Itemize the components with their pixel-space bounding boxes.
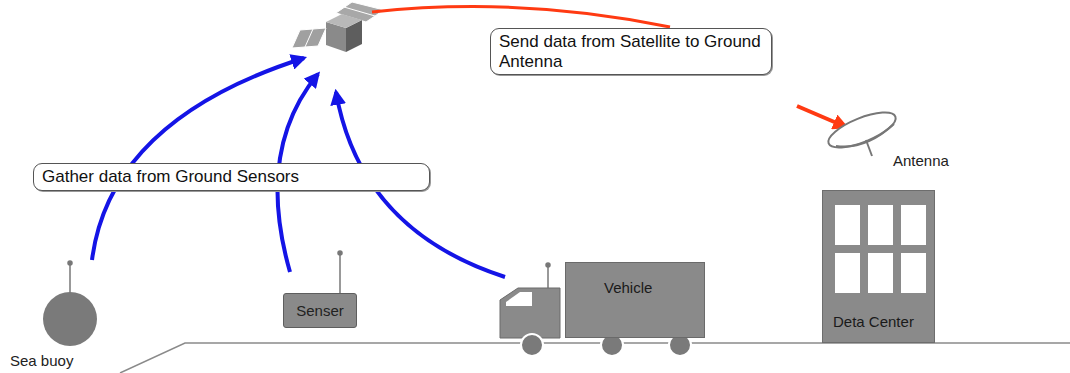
antenna-dish [824,105,900,156]
sea-buoy: Sea buoy [10,292,128,369]
building-window [901,253,926,293]
building-window [835,253,860,293]
building-window [868,205,893,245]
callout-box: Send data from Satellite to Ground Anten… [490,28,772,75]
vehicle-body: Vehicle [565,262,705,338]
data-center-building: Deta Center [822,190,935,343]
node-text: Vehicle [604,279,696,296]
downlink-line [372,7,670,27]
ground-line [120,343,1070,373]
node-text: Deta Center [833,313,914,330]
node-text: Sea buoy [10,352,128,369]
building-window [835,205,860,245]
uplink-arrow [92,58,304,260]
sensor-box: Senser [283,293,357,328]
node-text: Gather data from Ground Sensors [42,167,421,187]
node-text: Senser [296,302,344,319]
satellite [292,2,384,52]
building-window [868,253,893,293]
downlink-arrow [797,106,846,127]
node-text: Send data from Satellite to Ground Anten… [499,32,763,71]
antenna-label: Antenna [893,152,949,169]
building-window [901,205,926,245]
device-antennas [68,251,550,293]
callout-box: Gather data from Ground Sensors [33,163,430,191]
buoy-circle [43,292,97,346]
